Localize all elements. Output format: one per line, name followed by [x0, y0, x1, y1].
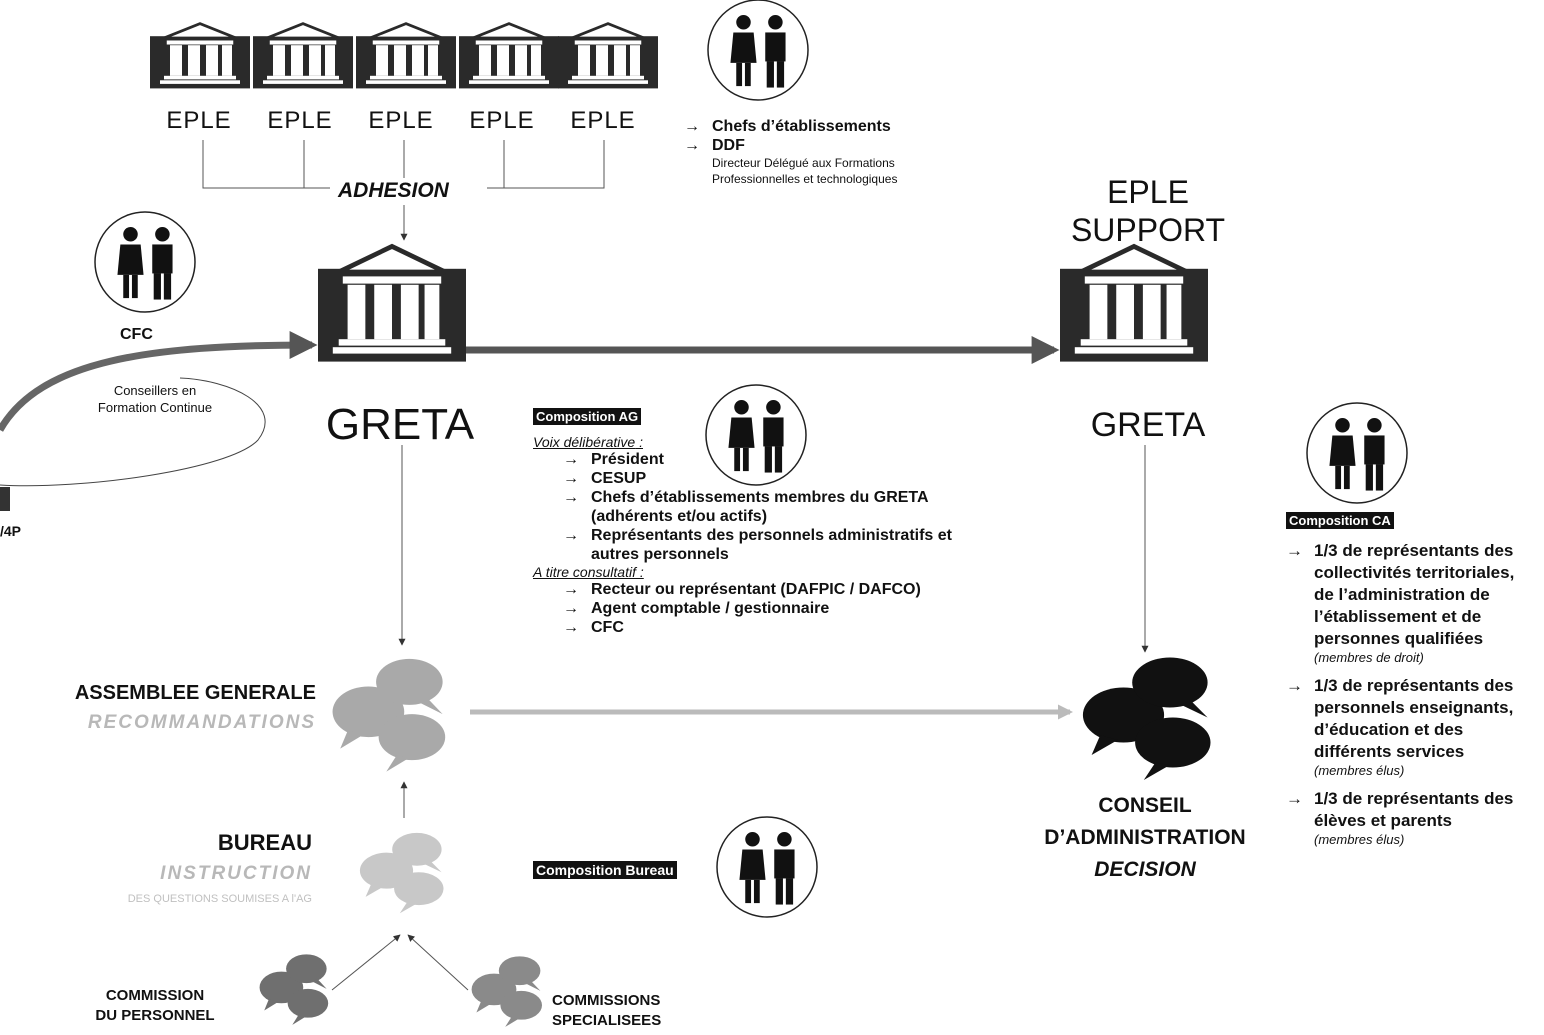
commissions-specialisees-line2: SPECIALISEES [552, 1012, 662, 1029]
eple-label-3: EPLE [368, 107, 434, 134]
member-ddf: DDF [684, 136, 897, 155]
bureau-bubbles-icon [359, 832, 444, 914]
commission-personnel-label: COMMISSION DU PERSONNEL [80, 986, 230, 1026]
composition-ca-list: 1/3 de représentants des collectivités t… [1286, 540, 1536, 847]
top-members-block: Chefs d’établissements DDF Directeur Dél… [684, 117, 897, 187]
eple-label-4: EPLE [469, 107, 535, 134]
composition-ca-header: Composition CA [1286, 512, 1394, 529]
ca-item-1: 1/3 de représentants des collectivités t… [1286, 540, 1536, 665]
consultatif-list: Recteur ou représentant (DAFPIC / DAFCO)… [563, 580, 963, 637]
ca-item-3: 1/3 de représentants des élèves et paren… [1286, 788, 1536, 847]
conseil-label: CONSEIL D’ADMINISTRATION DECISION [1020, 790, 1270, 886]
eple-support-building [1060, 246, 1208, 361]
eple-support-greta-label: GRETA [1090, 406, 1206, 444]
cfc-note-line1: Conseillers en [113, 383, 197, 398]
commission-personnel-line1: COMMISSION [105, 987, 205, 1004]
eple-building-2 [251, 22, 355, 90]
composition-ag-block: Composition AG Voix délibérative : Prési… [533, 408, 963, 637]
composition-ca-block: Composition CA 1/3 de représentants des … [1286, 512, 1536, 857]
cfc-loop [0, 377, 266, 487]
cfc-arrow [0, 331, 318, 432]
conseil-line1: CONSEIL [1098, 794, 1192, 817]
ag-item-cfc: CFC [563, 618, 963, 637]
eple-label-1: EPLE [166, 107, 232, 134]
greta-label: GRETA [325, 400, 475, 449]
cfc-note-line2: Formation Continue [97, 400, 213, 415]
eple-building-1 [148, 22, 252, 90]
commissions-specialisees-bubbles-icon [471, 956, 542, 1027]
greta-building [318, 246, 466, 361]
consultatif-label: A titre consultatif : [533, 564, 644, 580]
eple-label-5: EPLE [570, 107, 636, 134]
cfc-cut-shape [0, 487, 10, 511]
bureau-sub: INSTRUCTION [160, 863, 312, 884]
ca-item-1-note: (membres de droit) [1314, 650, 1424, 665]
ag-item-chefs: Chefs d’établissements membres du GRETA … [563, 488, 963, 526]
composition-ag-header: Composition AG [533, 408, 642, 425]
specialisees-to-bureau-arrow [407, 934, 469, 991]
cfc-cut-label: /4P [0, 523, 22, 539]
voix-deliberative-label: Voix délibérative : [533, 434, 643, 450]
people-circle-cfc [94, 211, 196, 313]
people-circle-bureau [716, 816, 818, 918]
ag-item-cesup: CESUP [563, 469, 963, 488]
eple-support-line1: EPLE [1107, 174, 1189, 210]
ag-item-representants: Représentants des personnels administrat… [563, 526, 963, 564]
composition-bureau-header: Composition Bureau [533, 861, 677, 879]
eple-building-4 [457, 22, 561, 90]
ca-item-2-note: (membres élus) [1314, 763, 1405, 778]
ddf-note-line1: Directeur Délégué aux Formations [712, 156, 895, 170]
ca-item-3-note: (membres élus) [1314, 832, 1405, 847]
cfc-note: Conseillers en Formation Continue [70, 382, 240, 416]
bureau-sub2: DES QUESTIONS SOUMISES A l'AG [127, 893, 312, 905]
eple-building-5 [556, 22, 660, 90]
eple-label-2: EPLE [267, 107, 333, 134]
assemblee-sub: RECOMMANDATIONS [87, 712, 316, 733]
ag-item-agent: Agent comptable / gestionnaire [563, 599, 963, 618]
personnel-to-bureau-arrow [331, 934, 401, 991]
commission-personnel-line2: DU PERSONNEL [95, 1007, 215, 1024]
ag-item-recteur: Recteur ou représentant (DAFPIC / DAFCO) [563, 580, 963, 599]
people-circle-ca [1306, 402, 1408, 504]
commissions-specialisees-label: COMMISSIONS SPECIALISEES [552, 991, 661, 1031]
commissions-specialisees-line1: COMMISSIONS [552, 992, 661, 1009]
bureau-title: BUREAU [217, 830, 312, 855]
eple-building-3 [354, 22, 458, 90]
commission-personnel-bubbles-icon [259, 954, 329, 1025]
ca-item-2: 1/3 de représentants des personnels ense… [1286, 675, 1536, 778]
conseil-bubbles-icon [1082, 657, 1211, 780]
ag-item-president: Président [563, 450, 963, 469]
member-chefs: Chefs d’établissements [684, 117, 897, 136]
conseil-decision: DECISION [1094, 858, 1196, 881]
eple-support-line2: SUPPORT [1070, 212, 1226, 248]
ddf-note-line2: Professionnelles et technologiques [712, 172, 898, 186]
voix-deliberative-list: Président CESUP Chefs d’établissements m… [563, 450, 963, 564]
assemblee-title: ASSEMBLEE GENERALE [74, 682, 316, 704]
cfc-label: CFC [120, 326, 153, 343]
conseil-line2: D’ADMINISTRATION [1044, 826, 1246, 849]
adhesion-label: ADHESION [334, 179, 453, 203]
adhesion-connectors [202, 140, 605, 241]
people-circle-top [707, 0, 809, 101]
eple-support-title: EPLE SUPPORT [1048, 173, 1248, 249]
assemblee-bubbles-icon [332, 658, 446, 772]
